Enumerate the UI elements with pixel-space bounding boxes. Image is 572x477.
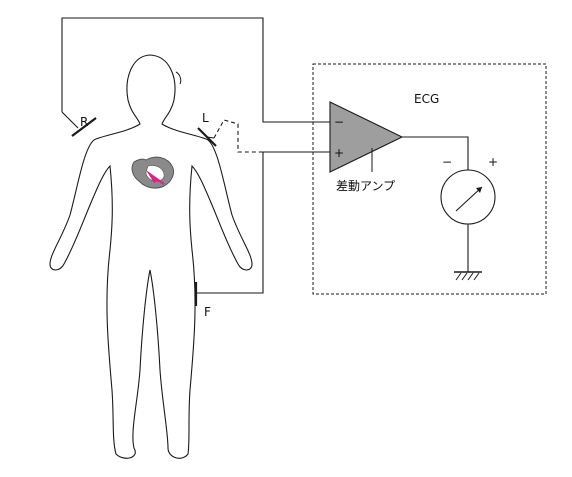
meter-minus-label: − (442, 155, 452, 169)
heart-icon (131, 156, 175, 189)
differential-amplifier (329, 101, 404, 173)
electrode-r (61, 111, 97, 137)
amp-minus-label: − (334, 115, 344, 129)
ear-detail (175, 71, 182, 85)
lead-wire-l-dashed (213, 119, 262, 153)
electrode-r-label: R (80, 115, 88, 129)
meter-plus-label: + (488, 155, 498, 169)
electrode-f-label: F (204, 305, 211, 319)
lead-wire-f (196, 152, 264, 294)
lead-wire-r (61, 17, 330, 123)
amp-name-label: 差動アンプ (336, 179, 395, 193)
galvanometer-icon (440, 169, 496, 225)
ground-icon (454, 224, 482, 281)
output-wire (402, 136, 469, 170)
human-body-outline (49, 54, 253, 459)
electrode-l (197, 127, 217, 147)
amp-plus-label: + (334, 146, 344, 160)
ecg-device-box (312, 63, 547, 295)
electrode-l-label: L (202, 111, 209, 125)
ecg-title: ECG (414, 92, 439, 106)
